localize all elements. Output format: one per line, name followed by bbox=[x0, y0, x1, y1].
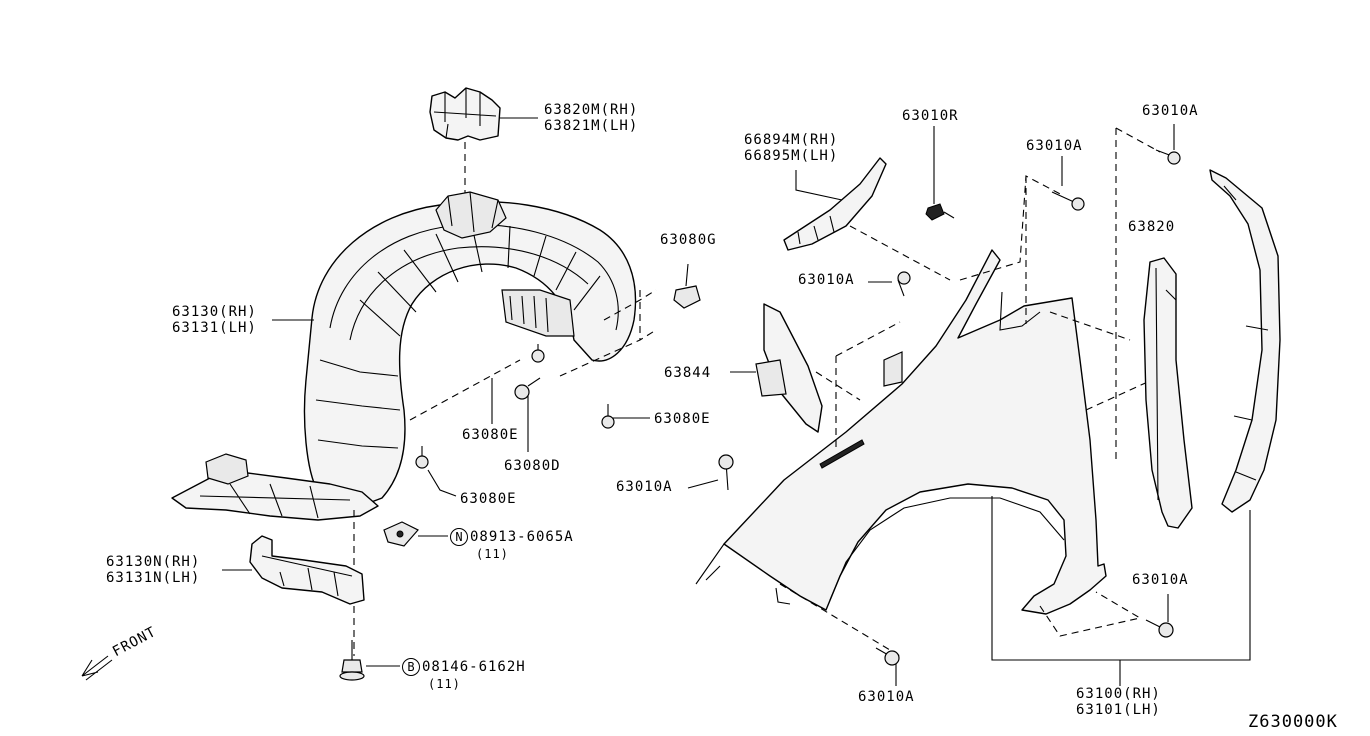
label-63010r: 63010R bbox=[902, 108, 959, 124]
bolt-08146-drawing bbox=[339, 640, 400, 681]
label-63820: 63820 bbox=[1128, 219, 1176, 235]
label-63820m-rh: 63820M(RH) bbox=[544, 102, 639, 118]
fender-trim-strip-drawing bbox=[1209, 169, 1281, 513]
label-63080e-mid: 63080E bbox=[462, 427, 519, 443]
label-63100-rh: 63100(RH) bbox=[1076, 686, 1161, 702]
clip-63080d-drawing bbox=[514, 377, 541, 400]
seal-strip-66894m-drawing bbox=[783, 157, 951, 281]
label-bolt-qty: (11) bbox=[428, 677, 461, 691]
liner-lower-63130n-drawing bbox=[222, 535, 365, 605]
nut-badge-icon: N bbox=[450, 528, 468, 546]
bolt-63010a-drawings bbox=[687, 124, 1181, 686]
diagram-id: Z630000K bbox=[1248, 712, 1338, 732]
label-63080d: 63080D bbox=[504, 458, 561, 474]
label-63844: 63844 bbox=[664, 365, 712, 381]
label-63080e-low: 63080E bbox=[460, 491, 517, 507]
label-63130-rh: 63130(RH) bbox=[172, 304, 257, 320]
label-63010a-top-right: 63010A bbox=[1142, 103, 1199, 119]
fender-63100-drawing bbox=[695, 127, 1251, 686]
bracket-63820m-drawing bbox=[429, 87, 538, 198]
bracket-63844-drawing bbox=[730, 303, 861, 433]
clip-63080g-drawing bbox=[673, 263, 701, 309]
clip-63080e-drawings bbox=[415, 344, 615, 469]
nut-08913-drawing bbox=[383, 521, 448, 547]
label-66894m-rh: 66894M(RH) bbox=[744, 132, 839, 148]
label-63131n-lh: 63131N(LH) bbox=[106, 570, 201, 586]
label-63010a-mid: 63010A bbox=[798, 272, 855, 288]
label-63131-lh: 63131(LH) bbox=[172, 320, 257, 336]
label-63010a-left: 63010A bbox=[616, 479, 673, 495]
label-63080g: 63080G bbox=[660, 232, 717, 248]
liner-63130-drawing bbox=[171, 191, 657, 656]
label-63010a-top: 63010A bbox=[1026, 138, 1083, 154]
nut-part-number: 08913-6065A bbox=[470, 529, 574, 545]
label-nut-qty: (11) bbox=[476, 547, 509, 561]
front-arrow-icon bbox=[81, 655, 113, 681]
label-63101-lh: 63101(LH) bbox=[1076, 702, 1161, 718]
bolt-part-number: 08146-6162H bbox=[422, 659, 526, 675]
cover-63820-drawing bbox=[1143, 257, 1193, 529]
label-63080e-right: 63080E bbox=[654, 411, 711, 427]
label-63010a-lower-right: 63010A bbox=[1132, 572, 1189, 588]
label-63130n-rh: 63130N(RH) bbox=[106, 554, 201, 570]
label-66895m-lh: 66895M(LH) bbox=[744, 148, 839, 164]
label-63010a-bottom: 63010A bbox=[858, 689, 915, 705]
bolt-badge-icon: B bbox=[402, 658, 420, 676]
clip-63010r-drawing bbox=[925, 126, 955, 221]
label-63821m-lh: 63821M(LH) bbox=[544, 118, 639, 134]
